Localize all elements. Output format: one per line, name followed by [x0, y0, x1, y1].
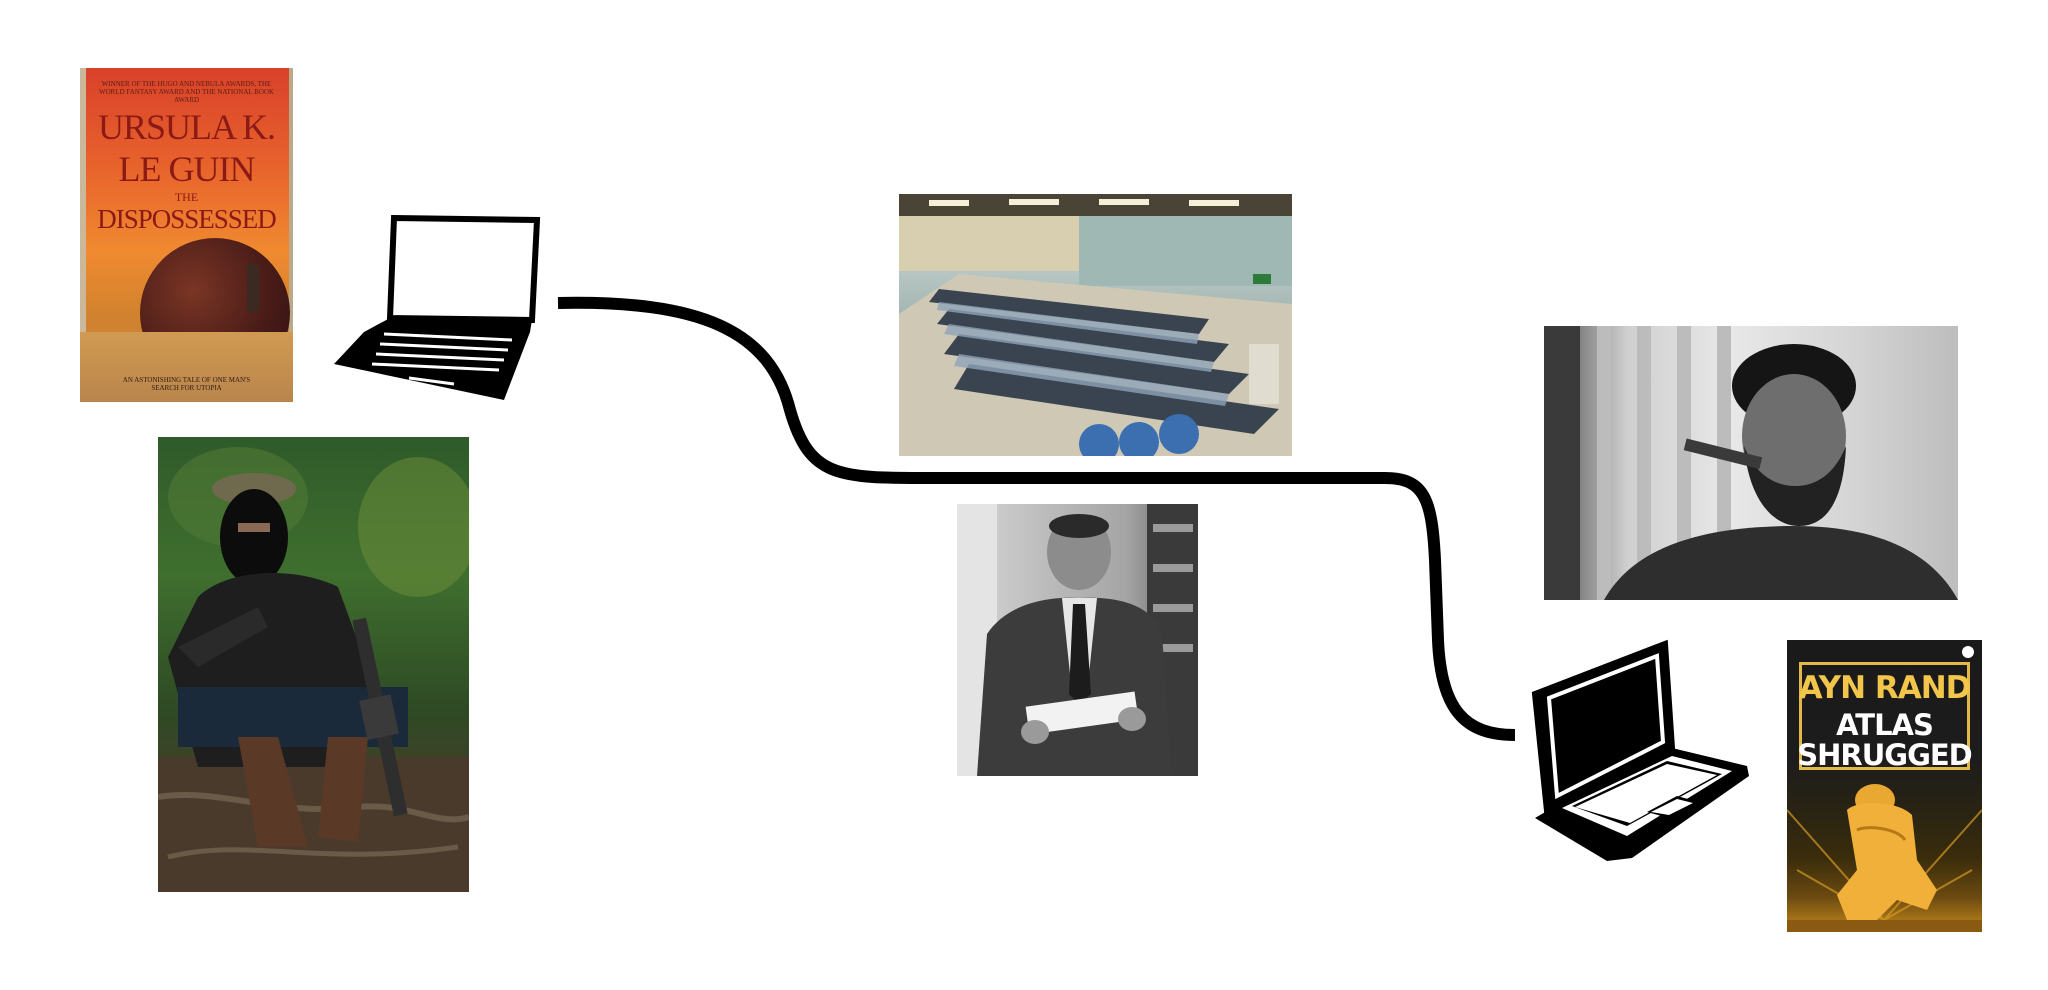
book-title-article: THE	[174, 190, 199, 204]
laptop-icon	[1531, 639, 1749, 861]
figure-illustration	[247, 264, 259, 312]
title-frame	[1799, 662, 1970, 770]
book-cover-dispossessed: WINNER OF THE HUGO AND NEBULA AWARDS, TH…	[80, 68, 293, 402]
publisher-logo-icon	[1962, 646, 1974, 658]
photo-datacenter	[899, 194, 1292, 456]
laptop-icon	[334, 214, 541, 400]
book-title: DISPOSSESSED	[97, 204, 277, 234]
ground-illustration	[80, 332, 293, 402]
atlas-figure-illustration	[1787, 784, 1982, 932]
book-title-line1: ATLAS	[1836, 708, 1934, 742]
book-author: AYN RAND	[1798, 670, 1972, 706]
book-blurb: WINNER OF THE HUGO AND NEBULA AWARDS, TH…	[98, 80, 275, 104]
book-tagline: AN ASTONISHING TALE OF ONE MAN'S SEARCH …	[122, 376, 251, 392]
photo-man-with-cigar	[1544, 326, 1958, 600]
suited-man-illustration	[957, 504, 1198, 776]
book-author-line2: LE GUIN	[118, 149, 256, 189]
book-title-line2: SHRUGGED	[1797, 738, 1973, 772]
guerrilla-illustration	[158, 447, 469, 892]
photo-suited-man	[957, 504, 1198, 776]
photo-masked-guerrilla	[158, 437, 469, 892]
book-author-line1: URSULA K.	[97, 107, 276, 147]
book-cover-atlas-shrugged: AYN RAND ATLAS SHRUGGED	[1787, 640, 1982, 932]
datacenter-illustration	[899, 194, 1292, 456]
man-with-cigar-illustration	[1544, 326, 1958, 600]
